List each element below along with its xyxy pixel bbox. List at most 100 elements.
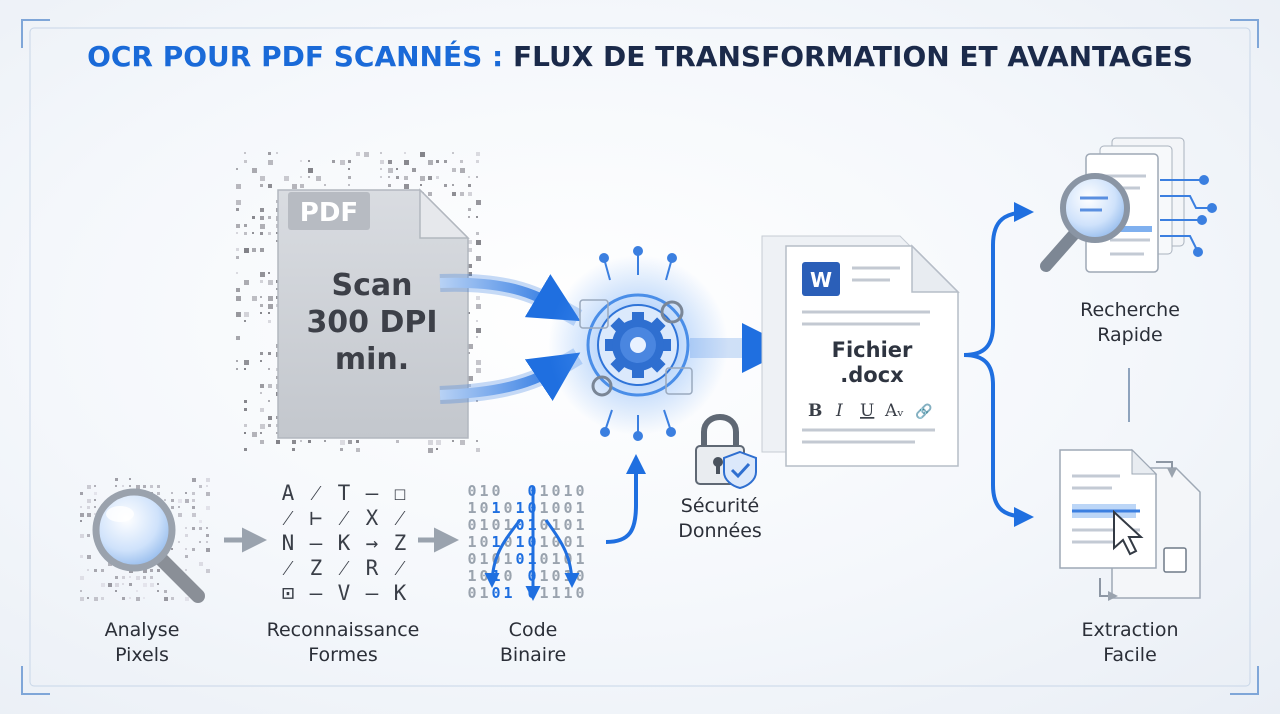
pixel-dot (308, 176, 310, 178)
pixel-dot (244, 232, 247, 235)
pixel-dot (356, 152, 360, 156)
pixel-dot (122, 597, 125, 600)
pixel-dot (420, 152, 425, 157)
word-app-icon (802, 262, 840, 296)
pixel-dot (396, 440, 399, 443)
pixel-dot (185, 555, 188, 558)
pixel-dot (171, 492, 173, 494)
pixel-dot (199, 562, 203, 566)
pixel-dot (236, 312, 241, 317)
pdf-badge-text: PDF (300, 198, 358, 228)
pixel-dot (468, 208, 471, 211)
title-part-2: FLUX DE TRANSFORMATION ET AVANTAGES (512, 40, 1193, 73)
pixel-dot (87, 506, 90, 509)
pixel-dot (260, 312, 262, 314)
glyph-cell: ⁄ (338, 506, 350, 530)
pixel-dot (150, 576, 153, 579)
pixel-dot (192, 478, 196, 482)
binary-digit: 1 (539, 584, 548, 602)
pixel-dot (94, 513, 96, 515)
binary-digit: 0 (551, 499, 560, 517)
pixel-dot (468, 184, 471, 187)
pixel-dot (476, 232, 479, 235)
pixel-dot (380, 168, 382, 170)
pixel-dot (468, 384, 471, 387)
glyph-cell: ⁄ (394, 506, 406, 530)
pixel-dot (101, 569, 104, 572)
glyph-cell: N (282, 531, 295, 555)
pixel-dot (206, 478, 210, 482)
pixel-dot (340, 440, 345, 445)
pixel-dot (396, 176, 399, 179)
pixel-dot (476, 296, 480, 300)
binary-digit: 1 (479, 482, 488, 500)
pixel-dot (252, 216, 255, 219)
extraction-documents-icon (1059, 448, 1201, 601)
pixel-dot (428, 192, 432, 196)
pixel-dot (236, 360, 238, 362)
pixel-dot (236, 208, 239, 211)
pixel-dot (115, 478, 118, 481)
pixel-dot (122, 576, 125, 579)
pixel-dot (244, 424, 247, 427)
pixel-dot (380, 176, 382, 178)
pixel-dot (136, 590, 138, 592)
pixel-dot (236, 272, 238, 274)
glyph-cell: ⁄ (282, 506, 294, 530)
binary-digit: 0 (503, 567, 512, 585)
pixel-dot (348, 160, 351, 163)
pixel-dot (206, 548, 210, 552)
glyph-cell: ⊡ (282, 581, 295, 605)
binary-digit: 1 (575, 533, 584, 551)
pixel-dot (404, 184, 409, 189)
pixel-dot (268, 272, 270, 274)
pixel-dot (178, 499, 182, 503)
pixel-dot (452, 184, 454, 186)
pixel-dot (244, 432, 246, 434)
binary-digit: 1 (515, 499, 524, 517)
pixel-dot (300, 440, 302, 442)
binary-digit: 0 (479, 567, 488, 585)
docx-document: W Fichier .docx B I U Aᵥ 🔗 (761, 235, 960, 467)
glyph-cell: Z (394, 531, 407, 555)
fichier-text: Fichier (832, 338, 913, 362)
binary-digit: 1 (551, 550, 560, 568)
pixel-dot (292, 448, 295, 451)
binary-digit: 1 (467, 533, 476, 551)
pixel-dot (244, 248, 249, 253)
binary-digit: 0 (563, 499, 572, 517)
pixel-dot (136, 576, 140, 580)
binary-digit: 1 (491, 533, 500, 551)
pixel-dot (340, 448, 343, 451)
pixel-dot (476, 320, 478, 322)
glyph-cell: R (366, 556, 379, 580)
pixel-dot (268, 280, 273, 285)
binary-digit: 0 (551, 567, 560, 585)
glyph-cell: ⁄ (310, 481, 322, 505)
binary-digit: 0 (563, 516, 572, 534)
binary-digit: 0 (467, 550, 476, 568)
pixel-dot (236, 248, 239, 251)
pixel-dot (404, 152, 406, 154)
binary-digit: 1 (563, 584, 572, 602)
pixel-dot (476, 256, 481, 261)
pixel-dot (143, 576, 146, 579)
pixel-dot (444, 184, 447, 187)
pixel-dot (129, 576, 131, 578)
pixel-dot (348, 184, 350, 186)
pixel-dot (380, 152, 382, 154)
pixel-dot (143, 597, 145, 599)
binary-digit: 1 (479, 550, 488, 568)
pixel-dot (192, 548, 195, 551)
pixel-dot (244, 400, 247, 403)
pixel-dot (164, 590, 167, 593)
pixel-dot (129, 478, 131, 480)
label-extraction-facile: Extraction Facile (1081, 619, 1179, 666)
pixel-dot (206, 569, 210, 573)
binary-digit: 1 (539, 567, 548, 585)
pixel-dot (236, 168, 238, 170)
pixel-dot (388, 184, 391, 187)
binary-digit: 1 (503, 516, 512, 534)
pixel-dot (164, 597, 168, 601)
pixel-dot (192, 506, 195, 509)
